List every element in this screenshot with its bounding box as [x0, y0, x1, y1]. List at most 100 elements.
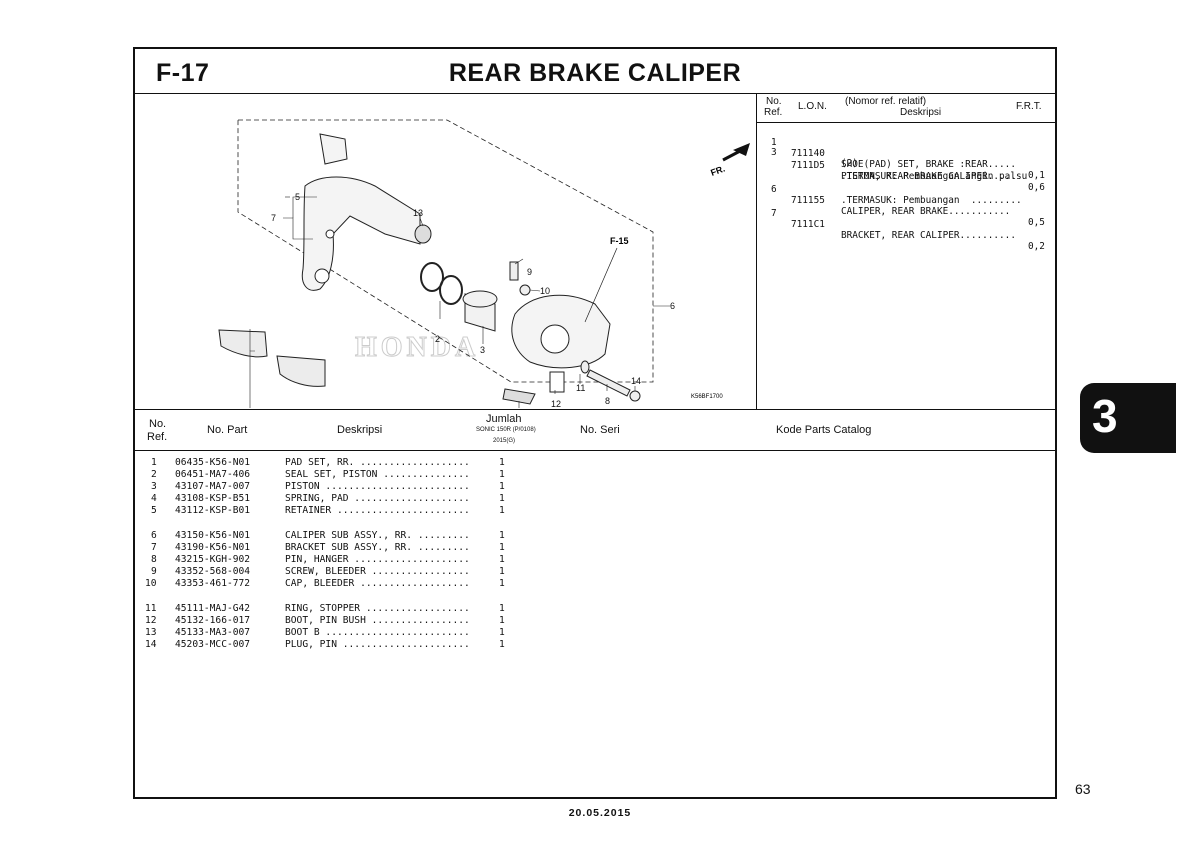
lon-row: .TERMASUK: Pembuangan .........: [757, 184, 1022, 217]
row-part-no: 43108-KSP-B51: [175, 493, 251, 504]
row-ref-no: 3: [151, 481, 157, 492]
lon-header-nomor: (Nomor ref. relatif): [845, 96, 927, 107]
row-ref-no: 9: [151, 566, 157, 577]
row-part-no: 43353-461-772: [175, 578, 251, 589]
bleeder-part: [509, 261, 531, 296]
reference-label: F-15: [610, 236, 629, 246]
page-number: 63: [1075, 781, 1091, 797]
lon-row: 1 711140 SHOE(PAD) SET, BRAKE :REAR.....…: [757, 126, 1045, 192]
bracket-part: [301, 133, 421, 291]
row-qty: 1: [499, 603, 505, 614]
lon-row-desc: PISTON, REAR BRAKE CALIPER.....: [841, 171, 1016, 182]
row-ref-no: 1: [151, 457, 157, 468]
callout-13: 13: [413, 208, 423, 218]
row-desc: BRACKET SUB ASSY., RR. .........: [285, 542, 470, 553]
parts-header-year: 2015(G): [493, 438, 516, 444]
row-part-no: 43352-568-004: [175, 566, 251, 577]
row-qty: 1: [499, 542, 505, 553]
row-qty: 1: [499, 627, 505, 638]
lon-header-ref: Ref.: [764, 107, 783, 118]
row-part-no: 06451-MA7-406: [175, 469, 251, 480]
row-part-no: 45111-MAJ-G42: [175, 603, 251, 614]
section-code: F-17: [156, 59, 210, 87]
front-label: FR.: [709, 164, 726, 178]
row-ref-no: 13: [145, 627, 157, 638]
parts-header-ref: Ref.: [147, 431, 168, 443]
lon-row-frt: 0,2: [1028, 241, 1045, 252]
row-ref-no: 5: [151, 505, 157, 516]
callout-10: 10: [540, 286, 550, 296]
lon-row-desc: SHOE(PAD) SET, BRAKE :REAR.....: [841, 159, 1016, 170]
lon-row-no: 6: [771, 184, 777, 195]
lon-row-no: 7: [771, 208, 777, 219]
row-ref-no: 4: [151, 493, 157, 504]
assembly-outline: [237, 119, 654, 383]
lon-row-desc: (2): [841, 158, 858, 169]
lon-table-header: No. Ref. L.O.N. (Nomor ref. relatif) Des…: [757, 94, 1057, 123]
row-part-no: 43215-KGH-902: [175, 554, 251, 565]
row-qty: 1: [499, 554, 505, 565]
callout-12: 12: [551, 399, 561, 408]
parts-header-no: No.: [149, 418, 167, 430]
row-qty: 1: [499, 481, 505, 492]
lon-header-frt: F.R.T.: [1016, 101, 1042, 112]
row-ref-no: 7: [151, 542, 157, 553]
lon-row-code: 711155: [791, 195, 825, 206]
parts-table-header: No. Ref. No. Part Deskripsi Jumlah SONIC…: [135, 410, 1055, 451]
row-qty: 1: [499, 505, 505, 516]
row-desc: SEAL SET, PISTON ...............: [285, 469, 470, 480]
lon-row-no: 3: [771, 147, 777, 158]
row-part-no: 45133-MA3-007: [175, 627, 251, 638]
lon-row: 7111D5 PISTON, REAR BRAKE CALIPER..... 0…: [757, 149, 1045, 204]
lon-row-desc: BRACKET, REAR CALIPER..........: [841, 230, 1016, 241]
parts-header-qty: Jumlah: [486, 413, 522, 425]
callout-5: 5: [295, 192, 300, 202]
row-desc: CALIPER SUB ASSY., RR. .........: [285, 530, 470, 541]
row-desc: BOOT, PIN BUSH .................: [285, 615, 470, 626]
row-desc: BOOT B .........................: [285, 627, 470, 638]
row-desc: PISTON .........................: [285, 481, 470, 492]
page-header: F-17 REAR BRAKE CALIPER: [135, 49, 1055, 94]
row-desc: PAD SET, RR. ...................: [285, 457, 470, 468]
lon-row: 7 7111C1 BRACKET, REAR CALIPER..........…: [757, 197, 1045, 263]
piston-part: [462, 290, 498, 332]
parts-header-model: SONIC 150R (P/0108): [476, 427, 536, 433]
lon-header-lon: L.O.N.: [798, 101, 827, 112]
caliper-part: [511, 294, 611, 393]
row-ref-no: 12: [145, 615, 157, 626]
row-desc: RETAINER .......................: [285, 505, 470, 516]
callout-6: 6: [670, 301, 675, 311]
row-qty: 1: [499, 457, 505, 468]
lon-row-no: 1: [771, 137, 777, 148]
lon-row-desc: .TERMASUK: Pembuangan .........: [841, 195, 1022, 206]
row-part-no: 43107-MA7-007: [175, 481, 251, 492]
labor-operation-table: No. Ref. L.O.N. (Nomor ref. relatif) Des…: [757, 94, 1057, 410]
row-part-no: 43150-K56-N01: [175, 530, 251, 541]
row-ref-no: 14: [145, 639, 157, 650]
callout-11: 11: [576, 383, 585, 393]
lon-header-deskripsi: Deskripsi: [900, 107, 942, 118]
pin-hanger-part: [580, 360, 641, 402]
row-ref-no: 8: [151, 554, 157, 565]
row-desc: PLUG, PIN ......................: [285, 639, 470, 650]
chapter-tab: 3: [1080, 383, 1176, 453]
row-desc: PIN, HANGER ....................: [285, 554, 470, 565]
row-desc: SCREW, BLEEDER .................: [285, 566, 470, 577]
row-qty: 1: [499, 530, 505, 541]
page-frame: F-17 REAR BRAKE CALIPER HONDA: [133, 47, 1057, 799]
figure-code: K56BF1700: [691, 394, 723, 400]
lon-row: .TERMASUK: Pembuangan angin palsu: [757, 160, 1027, 193]
row-part-no: 06435-K56-N01: [175, 457, 251, 468]
boot-b-part: [414, 224, 432, 244]
lon-row-frt: 0,6: [1028, 182, 1045, 193]
row-part-no: 43112-KSP-B01: [175, 505, 251, 516]
lon-row-desc: .TERMASUK: Pembuangan angin palsu: [841, 171, 1028, 182]
lon-row-frt: 0,5: [1028, 217, 1045, 228]
row-qty: 1: [499, 578, 505, 589]
footer-date: 20.05.2015: [568, 807, 632, 819]
callout-7: 7: [271, 213, 276, 223]
seal-rings-part: [420, 262, 463, 305]
row-desc: RING, STOPPER ..................: [285, 603, 470, 614]
row-qty: 1: [499, 566, 505, 577]
front-direction-icon: [722, 143, 750, 162]
